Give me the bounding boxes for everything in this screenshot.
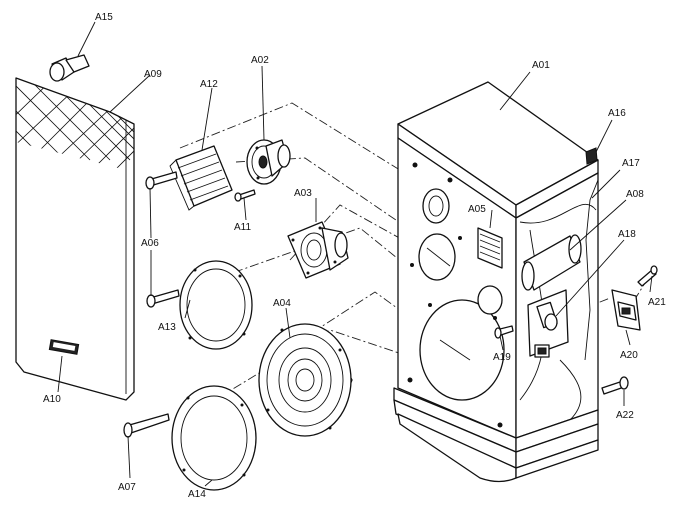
label-a09: A09: [144, 69, 162, 80]
part-labels: A15 A09 A12 A02 A03 A01 A16 A17 A08 A05 …: [43, 12, 666, 500]
label-a21: A21: [648, 297, 666, 308]
terminal-screw: [637, 265, 658, 287]
label-a04: A04: [273, 298, 291, 309]
label-a06: A06: [141, 238, 159, 249]
long-screw: [123, 413, 170, 438]
label-a16: A16: [608, 108, 626, 119]
label-a08: A08: [626, 189, 644, 200]
front-grille: [15, 77, 135, 401]
label-a20: A20: [620, 350, 638, 361]
label-a22: A22: [616, 410, 634, 421]
label-a14: A14: [188, 489, 206, 500]
label-a13: A13: [158, 322, 176, 333]
label-a10: A10: [43, 394, 61, 405]
label-a03: A03: [294, 188, 312, 199]
speaker-cabinet: [393, 81, 599, 483]
label-a11: A11: [234, 222, 251, 233]
small-screw: [234, 189, 256, 202]
base-screw: [601, 376, 629, 395]
label-a15: A15: [95, 12, 113, 23]
woofer-driver: [258, 323, 353, 437]
label-a18: A18: [618, 229, 636, 240]
label-a05: A05: [468, 204, 486, 215]
midrange-driver: [287, 221, 349, 279]
tweeter: [246, 139, 291, 185]
label-a12: A12: [200, 79, 218, 90]
label-a02: A02: [251, 55, 269, 66]
louver-port: [169, 145, 233, 211]
leader-lines: [57, 21, 653, 487]
label-a07: A07: [118, 482, 136, 493]
woofer-ring-upper: [179, 260, 253, 350]
grille-peg: [49, 54, 90, 82]
label-a17: A17: [622, 158, 640, 169]
label-a19: A19: [493, 352, 511, 363]
woofer-ring-lower: [171, 385, 257, 491]
terminal-plate: [611, 289, 641, 331]
label-a01: A01: [532, 60, 550, 71]
